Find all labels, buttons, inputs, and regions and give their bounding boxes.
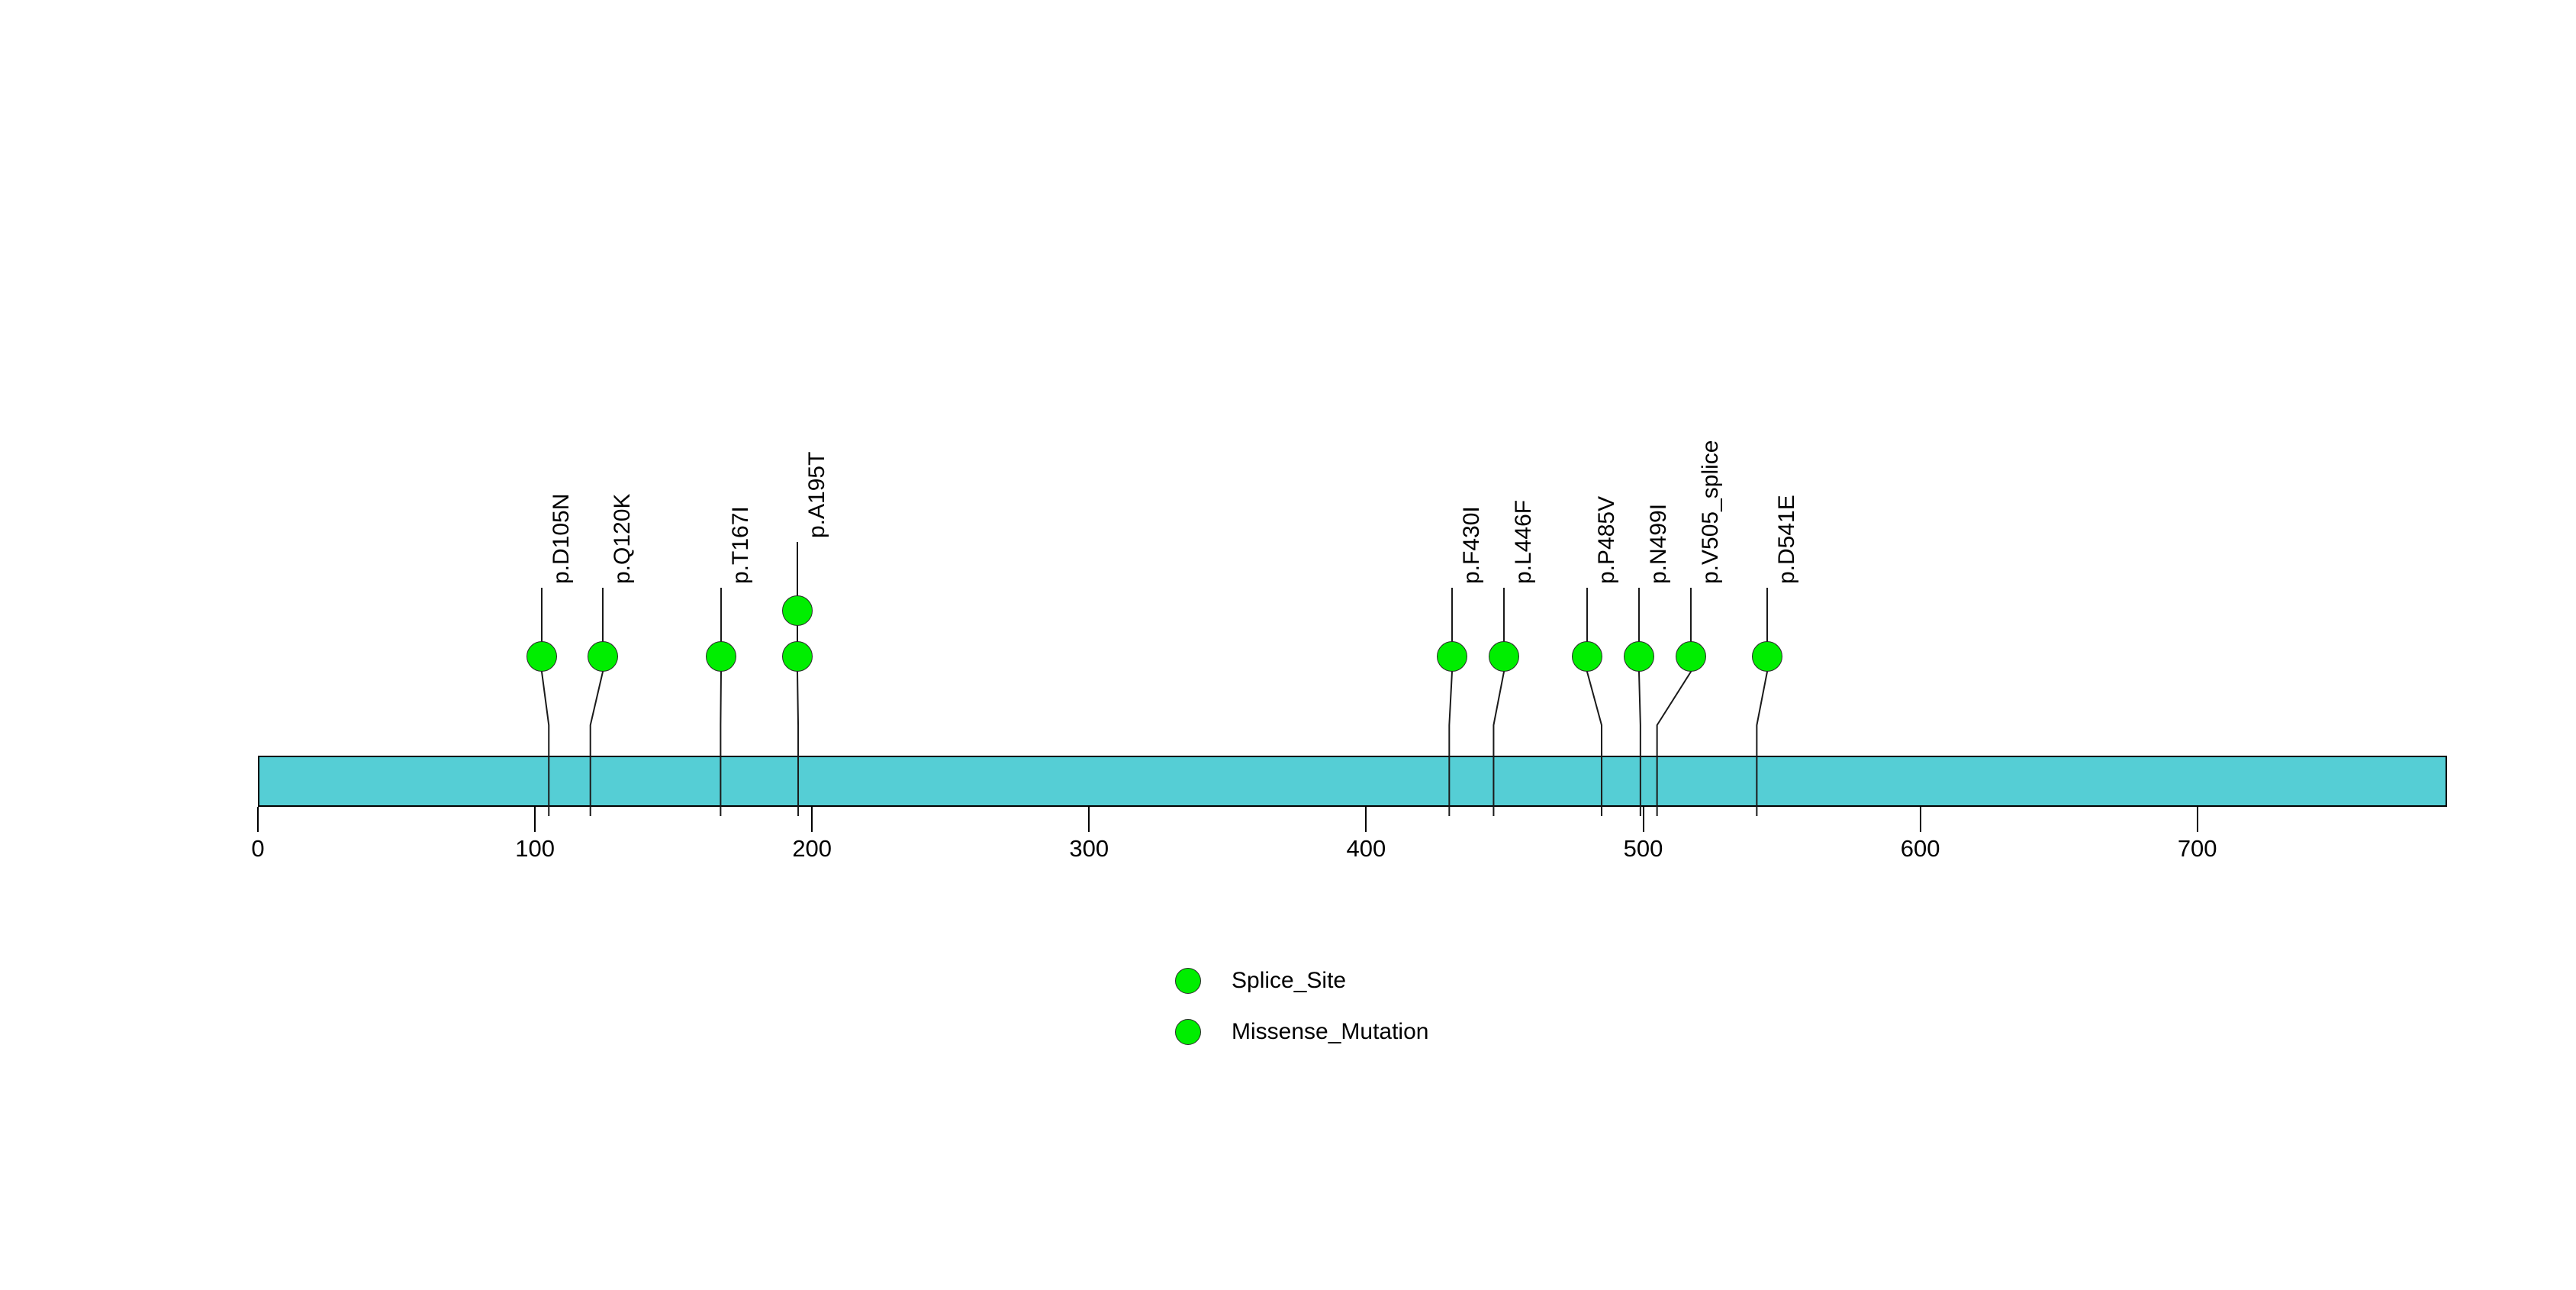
lollipop-label-p.F430I: p.F430I xyxy=(1459,506,1484,584)
axis-tick-label-100: 100 xyxy=(515,835,555,862)
lollipop-label-p.N499I: p.N499I xyxy=(1646,503,1671,584)
axis-tick-label-500: 500 xyxy=(1623,835,1663,862)
lollipop-dot[interactable] xyxy=(1624,641,1654,672)
lollipop-dot[interactable] xyxy=(706,641,736,672)
lollipop-label-p.L446F: p.L446F xyxy=(1511,499,1536,584)
axis-tick-700 xyxy=(2196,807,2198,832)
lollipop-dot[interactable] xyxy=(1437,641,1467,672)
axis-tick-100 xyxy=(534,807,536,832)
axis-tick-label-0: 0 xyxy=(251,835,265,862)
lollipop-dot[interactable] xyxy=(782,641,813,672)
legend-label: Splice_Site xyxy=(1232,968,1347,993)
legend-item-Missense_Mutation[interactable]: Missense_Mutation xyxy=(1175,1019,1428,1045)
axis-tick-200 xyxy=(811,807,813,832)
lollipop-dot[interactable] xyxy=(526,641,557,672)
lollipop-dot[interactable] xyxy=(782,595,813,626)
axis-tick-label-200: 200 xyxy=(792,835,832,862)
axis-tick-500 xyxy=(1642,807,1644,832)
axis-tick-label-700: 700 xyxy=(2177,835,2217,862)
protein-backbone-bar xyxy=(258,756,2447,807)
axis-tick-400 xyxy=(1365,807,1367,832)
lollipop-label-p.D105N: p.D105N xyxy=(549,493,574,584)
lollipop-dot[interactable] xyxy=(1752,641,1782,672)
axis-tick-300 xyxy=(1088,807,1090,832)
axis-tick-0 xyxy=(257,807,259,832)
lollipop-label-p.A195T: p.A195T xyxy=(804,451,829,538)
legend-swatch-icon xyxy=(1175,968,1201,994)
lollipop-label-p.P485V: p.P485V xyxy=(1594,495,1619,584)
lollipop-label-p.D541E: p.D541E xyxy=(1774,495,1799,584)
legend-swatch-icon xyxy=(1175,1019,1201,1045)
lollipop-label-p.V505_splice: p.V505_splice xyxy=(1698,440,1723,584)
lollipop-dot[interactable] xyxy=(588,641,618,672)
legend-item-Splice_Site[interactable]: Splice_Site xyxy=(1175,968,1346,994)
axis-tick-label-400: 400 xyxy=(1346,835,1386,862)
axis-tick-label-600: 600 xyxy=(1900,835,1940,862)
lollipop-label-p.T167I: p.T167I xyxy=(728,506,753,584)
legend-label: Missense_Mutation xyxy=(1232,1019,1429,1044)
lollipop-dot[interactable] xyxy=(1572,641,1602,672)
lollipop-label-p.Q120K: p.Q120K xyxy=(610,493,635,584)
axis-tick-600 xyxy=(1919,807,1921,832)
lollipop-dot[interactable] xyxy=(1676,641,1706,672)
axis-tick-label-300: 300 xyxy=(1069,835,1109,862)
lollipop-dot[interactable] xyxy=(1489,641,1519,672)
